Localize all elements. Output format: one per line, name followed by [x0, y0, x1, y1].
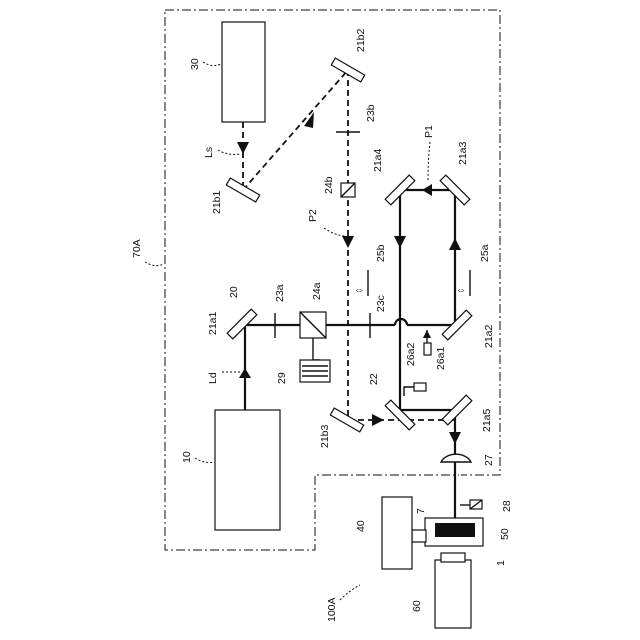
- label-holder: 7: [415, 508, 427, 514]
- label-laser-source: 10: [181, 451, 193, 463]
- leader-p1: [428, 142, 430, 180]
- label-path-start: 20: [228, 286, 240, 298]
- label-laser-source-leader: [195, 458, 214, 463]
- camera-60: [435, 560, 471, 628]
- label-probe-source: 30: [189, 58, 201, 70]
- label-beam-ls: Ls: [203, 147, 215, 158]
- label-mirror-21b1: 21b1: [211, 190, 223, 214]
- label-beam-splitter: 22: [368, 373, 380, 385]
- label-waveplate-23b: 23b: [365, 104, 377, 122]
- label-module: 70A: [131, 239, 143, 258]
- label-sensor-26a1: 26a1: [435, 346, 447, 370]
- label-stage: 50: [499, 528, 511, 540]
- label-shutter-25b: 25b: [375, 244, 387, 262]
- camera-60-cap: [441, 553, 465, 562]
- label-sensor-28: 28: [501, 500, 513, 512]
- label-beam-ld: Ld: [207, 372, 219, 384]
- label-shutter-25a: 25a: [479, 244, 491, 262]
- label-probe-source-leader: [203, 62, 221, 66]
- sensor-26a2: [414, 383, 426, 391]
- loop-left-arrow: [394, 236, 406, 248]
- label-module-29: 29: [276, 372, 288, 384]
- probe-source-box: [222, 22, 265, 122]
- label-system: 100A: [326, 597, 338, 622]
- mirror-21b2: [331, 58, 364, 82]
- label-path-p1: P1: [423, 125, 435, 138]
- label-mirror-21a1: 21a1: [207, 311, 219, 335]
- label-polarizer-24a: 24a: [311, 282, 323, 300]
- label-mirror-21a2: 21a2: [483, 324, 495, 348]
- beam-p2-arrow-2: [372, 414, 384, 426]
- holder-7: [412, 530, 426, 542]
- shutter-25a-arrows: ⇔: [456, 284, 467, 296]
- leader-ls: [218, 150, 240, 155]
- label-system-leader: [340, 585, 360, 600]
- label-lens: 27: [483, 454, 495, 466]
- label-mirror-21a5: 21a5: [481, 408, 493, 432]
- wire-24a-to-29: [313, 338, 320, 360]
- label-waveplate-23a: 23a: [274, 284, 286, 302]
- shutter-25b-arrows: ⇔: [354, 284, 365, 296]
- label-camera: 60: [411, 600, 423, 612]
- beam-ls-arrow: [237, 142, 249, 154]
- label-mirror-21b3: 21b3: [319, 424, 331, 448]
- sensor-26a1: [424, 343, 431, 355]
- beam-p2-arrow: [342, 236, 354, 248]
- beam-ld-arrow: [239, 368, 251, 378]
- sample-1: [435, 523, 475, 537]
- sensor-26a2-line: [404, 387, 414, 396]
- label-waveplate-23c: 23c: [375, 295, 387, 312]
- label-sample: 1: [495, 560, 507, 566]
- mirror-21b1: [226, 178, 259, 202]
- label-unit-40: 40: [355, 520, 367, 532]
- loop-right-arrow: [449, 238, 461, 250]
- sensor-26a1-arrow: [423, 330, 431, 338]
- laser-source-box: [215, 410, 280, 530]
- label-sensor-26a2: 26a2: [405, 342, 417, 366]
- lens-27: [441, 454, 471, 462]
- loop-top-arrow: [422, 184, 432, 196]
- label-path-p2: P2: [307, 209, 319, 222]
- label-mirror-21b2: 21b2: [355, 28, 367, 52]
- leader-p2: [324, 228, 346, 236]
- label-polarizer-24b: 24b: [323, 176, 335, 194]
- label-module-leader: [145, 262, 164, 266]
- unit-40: [382, 497, 412, 569]
- label-mirror-21a4: 21a4: [372, 148, 384, 172]
- label-mirror-21a3: 21a3: [457, 141, 469, 165]
